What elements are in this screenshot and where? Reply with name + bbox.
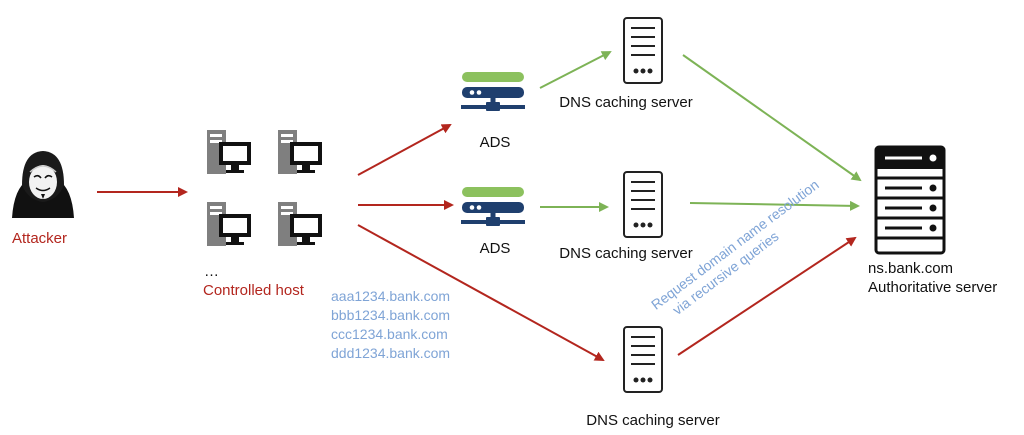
ads-appliance-icon xyxy=(461,187,525,226)
domain-item: ccc1234.bank.com xyxy=(331,326,448,342)
arrow-dns-middle-to-auth xyxy=(689,200,860,211)
domain-item: aaa1234.bank.com xyxy=(331,288,451,304)
hooded-attacker-icon xyxy=(12,151,74,218)
attacker-label: Attacker xyxy=(12,230,68,247)
server-tower-icon xyxy=(623,171,663,238)
domain-item: bbb1234.bank.com xyxy=(331,307,451,323)
dns-bottom-label: DNS caching server xyxy=(586,412,720,429)
dns-middle-label: DNS caching server xyxy=(559,245,693,262)
authoritative-name-label: ns.bank.com xyxy=(868,260,954,277)
hosts-ellipsis: … xyxy=(204,263,219,280)
desktop-computer-icon xyxy=(207,202,251,246)
domain-item: ddd1234.bank.com xyxy=(331,345,451,361)
arrow-hosts-to-dns-bottom xyxy=(357,224,605,361)
desktop-computer-icon xyxy=(207,130,251,174)
ads-appliance-icon xyxy=(461,72,525,111)
ads-middle-label: ADS xyxy=(479,240,511,257)
arrow-ads-top-to-dns-top xyxy=(539,51,612,89)
attack-domain-list: aaa1234.bank.com bbb1234.bank.com ccc123… xyxy=(331,287,450,363)
controlled-host-label: Controlled host xyxy=(203,282,304,299)
controlled-hosts xyxy=(207,130,322,246)
recursive-arrows xyxy=(539,51,862,212)
server-tower-icon xyxy=(623,326,663,393)
rack-server-icon xyxy=(874,145,946,255)
arrow-dns-bottom-to-auth xyxy=(677,236,857,356)
arrow-dns-top-to-auth xyxy=(682,54,862,182)
desktop-computer-icon xyxy=(278,202,322,246)
server-tower-icon xyxy=(623,17,663,84)
attack-arrows xyxy=(97,124,857,361)
dns-top-label: DNS caching server xyxy=(559,94,693,111)
desktop-computer-icon xyxy=(278,130,322,174)
ads-top-label: ADS xyxy=(479,134,511,151)
arrow-hosts-to-ads-top xyxy=(357,124,452,176)
authoritative-role-label: Authoritative server xyxy=(868,279,998,296)
